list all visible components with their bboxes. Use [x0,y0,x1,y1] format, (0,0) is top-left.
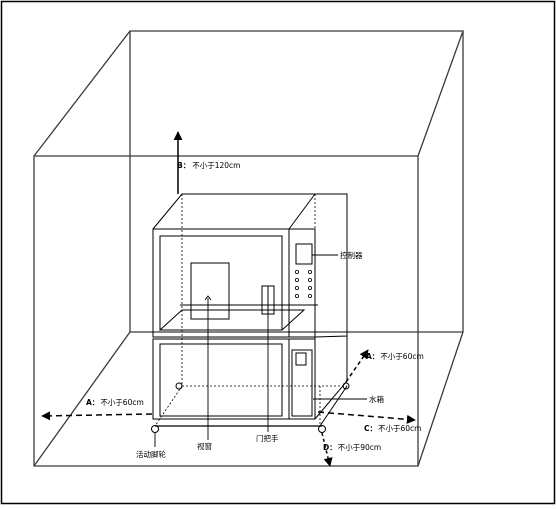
caster-front-right [318,425,326,433]
viewing-window [190,262,230,320]
chamber-front-lower [152,338,290,420]
window-label: 视窗 [197,441,212,451]
dimension-lines [41,131,416,467]
dim-right-back-letter: A： [366,352,379,361]
dim-front-text: 不小于90cm [338,443,381,452]
dim-left-label: A：不小于60cm [86,398,144,407]
door-handle-label: 门把手 [256,433,279,443]
dim-left-letter: A： [86,398,99,407]
caster-front-left [151,425,159,433]
dim-right-front-text: 不小于60cm [378,424,421,433]
dim-right-front-letter: C： [364,424,377,433]
dim-top-label: B：不小于120cm [177,161,240,170]
dim-right-back-arrow [345,349,369,383]
room-outline [33,30,464,467]
controller-label: 控制器 [340,250,363,260]
water-tank-panel [288,338,316,420]
dim-right-back-text: 不小于60cm [380,352,423,361]
dim-left-arrow [41,411,153,421]
controller-screen [295,243,313,265]
dim-front-letter: D： [323,443,337,452]
control-panel [288,228,316,338]
panel-buttons [294,269,312,298]
caster-back-right [342,382,350,390]
test-chamber [151,193,350,433]
dim-right-back-label: A：不小于60cm [366,352,424,361]
water-tank-label: 水箱 [369,394,384,404]
dim-left-text: 不小于60cm [100,398,143,407]
dim-top-letter: B： [177,161,190,170]
water-tank-window [295,352,307,366]
chamber-front-upper [152,228,290,338]
dim-top-text: 不小于120cm [192,161,240,170]
dim-right-front-arrow [317,411,416,424]
casters-label: 活动脚轮 [136,449,166,459]
caster-back-left [175,382,183,390]
dim-right-front-label: C：不小于60cm [364,424,422,433]
leader-lines [154,254,367,447]
dim-front-label: D：不小于90cm [323,443,381,452]
